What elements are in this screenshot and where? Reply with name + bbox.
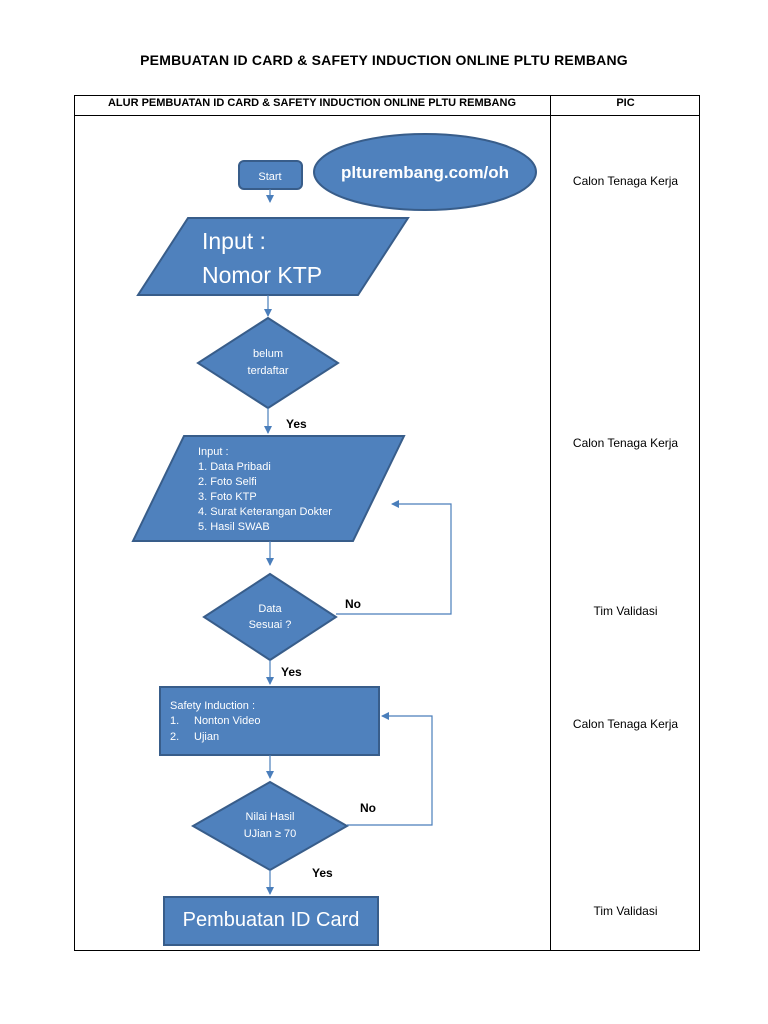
header-pic: PIC [616, 97, 635, 109]
input-ktp-node [136, 217, 410, 296]
no-label-2: No [345, 597, 361, 611]
url-ellipse [313, 133, 537, 211]
header-flow: ALUR PEMBUATAN ID CARD & SAFETY INDUCTIO… [107, 97, 516, 109]
header-divider [74, 115, 700, 116]
pic-step-5: Tim Validasi [593, 904, 658, 918]
input-docs-item: 5. Hasil SWAB [198, 521, 270, 533]
safety-item-text: Nonton Video [194, 715, 260, 727]
input-docs-item: 3. Foto KTP [198, 491, 257, 503]
decision2-line2: Sesuai ? [249, 619, 292, 631]
decision2-line1: Data [258, 603, 282, 615]
flow-table [74, 95, 700, 951]
input-ktp-line1: Input : [202, 228, 266, 254]
decision3-line1: Nilai Hasil [246, 811, 295, 823]
pic-step-1: Calon Tenaga Kerja [572, 174, 679, 188]
input-docs-item: 4. Surat Keterangan Dokter [198, 506, 332, 518]
pic-step-2: Calon Tenaga Kerja [572, 436, 679, 450]
loop-back-exam [347, 712, 433, 826]
decision3-line2: UJian ≥ 70 [244, 828, 297, 840]
yes-label-1: Yes [286, 417, 307, 431]
decision1-line2: terdaftar [248, 365, 289, 377]
column-divider [550, 95, 551, 951]
safety-title: Safety Induction : [170, 700, 255, 712]
safety-item-num: 2. [170, 731, 179, 743]
input-docs-item: 2. Foto Selfi [198, 476, 257, 488]
yes-label-3: Yes [312, 866, 333, 880]
input-docs-title: Input : [198, 446, 229, 458]
safety-induction-node [159, 686, 380, 756]
decision-exam-score [190, 780, 350, 872]
safety-item-text: Ujian [194, 731, 219, 743]
decision-registered [196, 316, 340, 410]
no-label-3: No [360, 801, 376, 815]
pic-step-3: Tim Validasi [593, 604, 658, 618]
input-ktp-line2: Nomor KTP [202, 262, 322, 288]
input-docs-item: 1. Data Pribadi [198, 461, 271, 473]
decision-data-valid [202, 572, 338, 662]
input-documents-node [131, 435, 406, 542]
id-card-label: Pembuatan ID Card [183, 909, 360, 931]
yes-label-2: Yes [281, 665, 302, 679]
pic-step-4: Calon Tenaga Kerja [572, 717, 679, 731]
loop-back-data [336, 500, 452, 615]
url-label: plturembang.com/oh [341, 163, 509, 182]
id-card-node [163, 896, 379, 946]
safety-item-num: 1. [170, 715, 179, 727]
start-label: Start [258, 171, 281, 183]
document-title: PEMBUATAN ID CARD & SAFETY INDUCTION ONL… [140, 52, 628, 68]
decision1-line1: belum [253, 348, 283, 360]
